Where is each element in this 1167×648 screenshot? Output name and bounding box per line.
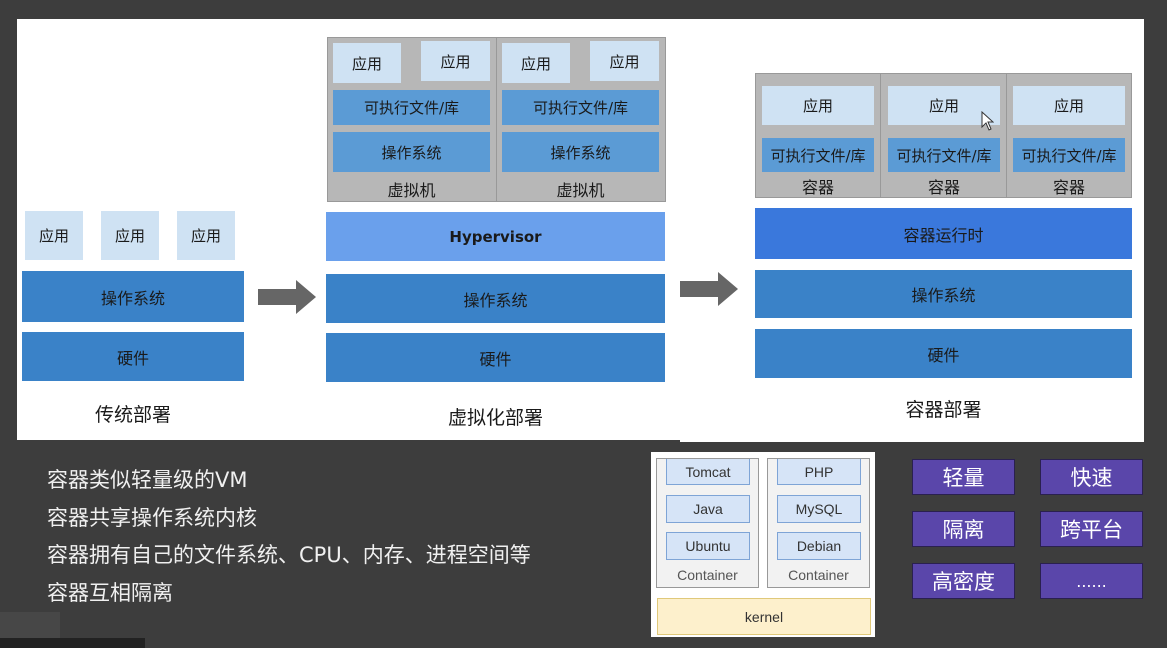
vm1-app-2: 应用 <box>421 41 490 81</box>
container3-label: 容器 <box>1052 178 1085 197</box>
vm1-app-1: 应用 <box>333 43 401 83</box>
virtualization-caption: 虚拟化部署 <box>447 407 543 429</box>
container1-label: Container <box>677 567 738 583</box>
container1-label: 容器 <box>801 178 834 197</box>
mouse-cursor-icon <box>981 111 994 131</box>
container1-layer-ubuntu: Ubuntu <box>666 532 750 560</box>
traditional-os-layer: 操作系统 <box>22 271 244 322</box>
bullet-item: 容器互相隔离 <box>47 580 173 605</box>
container3-app: 应用 <box>1013 86 1125 125</box>
container2-exe-layer: 可执行文件/库 <box>888 138 1000 172</box>
feature-tag: 隔离 <box>912 511 1015 547</box>
container-divider-1 <box>880 73 881 198</box>
container2-app: 应用 <box>888 86 1000 125</box>
hypervisor-layer: Hypervisor <box>326 212 665 261</box>
container-caption: 容器部署 <box>905 399 982 421</box>
bullet-item: 容器共享操作系统内核 <box>47 505 257 530</box>
vm2-exe-layer: 可执行文件/库 <box>502 90 659 125</box>
container-runtime-layer: 容器运行时 <box>755 208 1132 259</box>
traditional-app-3: 应用 <box>177 211 235 260</box>
bullet-item: 容器类似轻量级的VM <box>47 468 248 492</box>
container-hardware-layer: 硬件 <box>755 329 1132 378</box>
bullet-item: 容器拥有自己的文件系统、CPU、内存、进程空间等 <box>47 543 531 567</box>
feature-tag: 高密度 <box>912 563 1015 599</box>
vm2-app-2: 应用 <box>590 41 659 81</box>
container1-layer-tomcat: Tomcat <box>666 459 750 485</box>
container-divider-2 <box>1006 73 1007 198</box>
container2-layer-mysql: MySQL <box>777 495 861 523</box>
vm1-label: 虚拟机 <box>387 181 436 200</box>
virtualization-os-layer: 操作系统 <box>326 274 665 323</box>
vm-divider <box>496 37 497 202</box>
container1-layer-java: Java <box>666 495 750 523</box>
vm1-os-layer: 操作系统 <box>333 132 490 172</box>
feature-tag: ...... <box>1040 563 1143 599</box>
slide-bottom-edge <box>680 440 1144 442</box>
feature-tag: 轻量 <box>912 459 1015 495</box>
blurred-region <box>0 638 145 648</box>
container1-app: 应用 <box>762 86 874 125</box>
feature-tag: 跨平台 <box>1040 511 1143 547</box>
container1-exe-layer: 可执行文件/库 <box>762 138 874 172</box>
container2-label: 容器 <box>927 178 960 197</box>
virtualization-hardware-layer: 硬件 <box>326 333 665 382</box>
arrow-right-icon <box>680 272 738 306</box>
traditional-hardware-layer: 硬件 <box>22 332 244 381</box>
container2-layer-php: PHP <box>777 459 861 485</box>
feature-tag: 快速 <box>1040 459 1143 495</box>
container3-exe-layer: 可执行文件/库 <box>1013 138 1125 172</box>
vm2-label: 虚拟机 <box>556 181 605 200</box>
container-box-1: Tomcat Java Ubuntu Container <box>656 458 759 588</box>
arrow-right-icon <box>258 280 316 314</box>
kernel-layer: kernel <box>657 598 871 635</box>
container-box-2: PHP MySQL Debian Container <box>767 458 870 588</box>
traditional-app-2: 应用 <box>101 211 159 260</box>
vm1-exe-layer: 可执行文件/库 <box>333 90 490 125</box>
traditional-caption: 传统部署 <box>94 404 171 426</box>
container2-label: Container <box>788 567 849 583</box>
vm2-app-1: 应用 <box>502 43 570 83</box>
traditional-app-1: 应用 <box>25 211 83 260</box>
container-stack-diagram: Tomcat Java Ubuntu Container PHP MySQL D… <box>651 452 875 637</box>
container-characteristics-list: 容器类似轻量级的VM 容器共享操作系统内核 容器拥有自己的文件系统、CPU、内存… <box>47 462 531 612</box>
container2-layer-debian: Debian <box>777 532 861 560</box>
vm2-os-layer: 操作系统 <box>502 132 659 172</box>
container-os-layer: 操作系统 <box>755 270 1132 318</box>
